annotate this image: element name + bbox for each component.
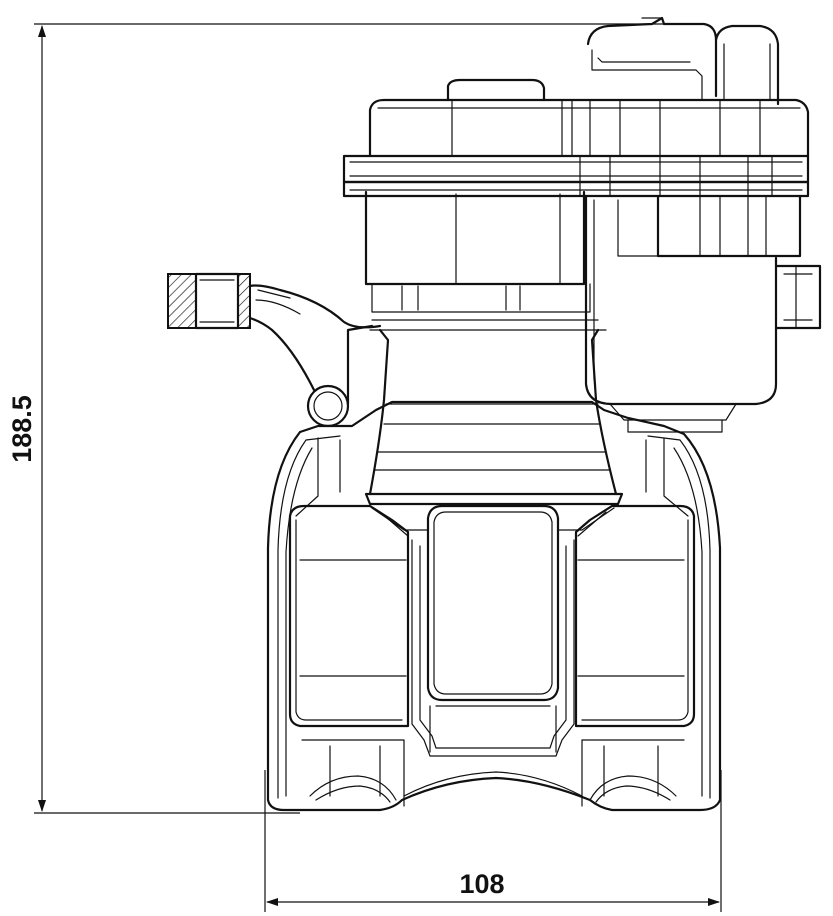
caliper-body bbox=[266, 400, 722, 812]
width-dimension: 108 bbox=[264, 770, 722, 912]
height-label: 188.5 bbox=[7, 395, 37, 463]
fitting-section bbox=[167, 273, 197, 329]
guide-pin bbox=[306, 384, 350, 428]
brake-line-fitting bbox=[167, 272, 382, 428]
piston-neck bbox=[368, 319, 618, 496]
motor-housing bbox=[342, 16, 822, 433]
width-label: 108 bbox=[459, 869, 504, 899]
height-dimension: 188.5 bbox=[7, 23, 664, 814]
